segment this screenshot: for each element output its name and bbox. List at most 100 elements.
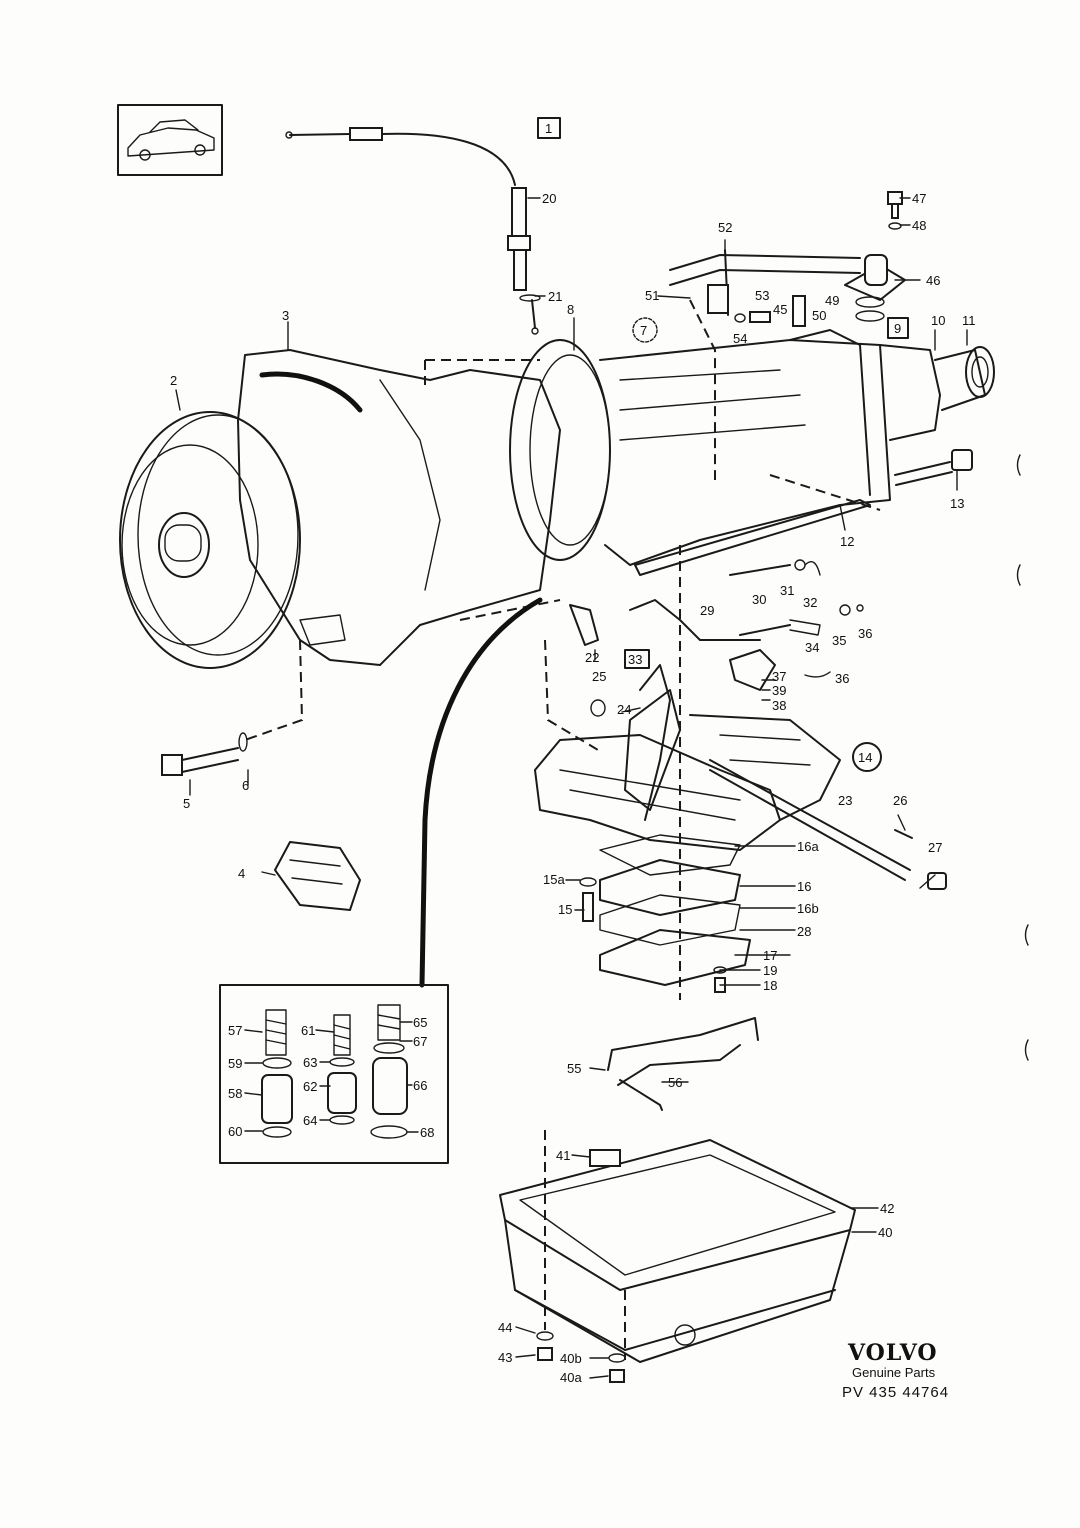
- part-label-32: 32: [803, 595, 817, 610]
- brand-block: VOLVO Genuine Parts PV 435 44764: [842, 1340, 949, 1401]
- kickdown-cable: [285, 127, 541, 335]
- part-label-59: 59: [228, 1056, 242, 1071]
- part-label-38: 38: [772, 698, 786, 713]
- part-label-2: 2: [170, 373, 177, 388]
- box-label-14: 14: [852, 742, 882, 772]
- part-label-48: 48: [912, 218, 926, 233]
- part-label-30: 30: [752, 592, 766, 607]
- part-label-52: 52: [718, 220, 732, 235]
- part-label-44: 44: [498, 1320, 512, 1335]
- part-label-50: 50: [812, 308, 826, 323]
- part-label-11: 11: [962, 313, 976, 328]
- svg-text:7: 7: [640, 323, 647, 338]
- rod-23: [709, 759, 911, 871]
- part-label-64: 64: [303, 1113, 317, 1128]
- part-label-24: 24: [617, 702, 631, 717]
- part-label-54: 54: [733, 331, 747, 346]
- drain-plugs: [536, 1331, 626, 1383]
- part-label-12: 12: [840, 534, 854, 549]
- part-label-41: 41: [556, 1148, 570, 1163]
- part-label-16a: 16a: [797, 839, 819, 854]
- brand-subtitle: Genuine Parts: [852, 1365, 936, 1380]
- oil-tubes: [607, 1017, 759, 1111]
- part-label-17: 17: [763, 948, 777, 963]
- filter-4: [274, 841, 361, 911]
- part-label-36-lower: 36: [835, 671, 849, 686]
- part-label-45: 45: [773, 302, 787, 317]
- part-label-51: 51: [645, 288, 659, 303]
- part-label-40a: 40a: [560, 1370, 582, 1385]
- part-label-65: 65: [413, 1015, 427, 1030]
- part-label-37: 37: [772, 669, 786, 684]
- svg-text:1: 1: [545, 121, 552, 136]
- part-label-19: 19: [763, 963, 777, 978]
- bolt-13: [894, 449, 973, 486]
- part-label-26: 26: [893, 793, 907, 808]
- part-label-21: 21: [548, 289, 562, 304]
- svg-text:33: 33: [628, 652, 642, 667]
- part-label-49: 49: [825, 293, 839, 308]
- part-label-5: 5: [183, 796, 190, 811]
- part-label-10: 10: [931, 313, 945, 328]
- part-label-55: 55: [567, 1061, 581, 1076]
- svg-text:14: 14: [858, 750, 872, 765]
- leader-dashes: [244, 299, 881, 1360]
- part-label-3: 3: [282, 308, 289, 323]
- part-label-16: 16: [797, 879, 811, 894]
- part-label-36-upper: 36: [858, 626, 872, 641]
- linkage-parts: [569, 559, 864, 717]
- cable-bracket-parts: [669, 191, 906, 327]
- part-label-66: 66: [413, 1078, 427, 1093]
- pin-nut: [894, 829, 947, 890]
- torque-converter: [119, 411, 301, 669]
- part-label-40: 40: [878, 1225, 892, 1240]
- part-label-18: 18: [763, 978, 777, 993]
- part-label-53: 53: [755, 288, 769, 303]
- part-label-4: 4: [238, 866, 245, 881]
- box-label-1: 1: [537, 117, 561, 139]
- part-label-15: 15: [558, 902, 572, 917]
- svg-text:9: 9: [894, 321, 901, 336]
- bolt-5: [161, 732, 248, 776]
- part-label-6: 6: [242, 778, 249, 793]
- vehicle-thumbnail: [117, 104, 223, 176]
- box-label-7: 7: [632, 317, 658, 343]
- separator-plates: [599, 834, 751, 986]
- label-leaders: [175, 197, 968, 1379]
- valve-body: [534, 714, 841, 851]
- box-label-9: 9: [887, 317, 909, 339]
- part-label-46: 46: [926, 273, 940, 288]
- part-label-42: 42: [880, 1201, 894, 1216]
- part-label-35: 35: [832, 633, 846, 648]
- cooler-line: [419, 597, 543, 988]
- part-label-22: 22: [585, 650, 599, 665]
- part-label-58: 58: [228, 1086, 242, 1101]
- part-label-23: 23: [838, 793, 852, 808]
- part-labels: 20 21 3 2 8 10 11 12 13 52 51 53 45 54 5…: [170, 191, 976, 1385]
- box-label-33: 33: [624, 649, 650, 669]
- diagram-code: PV 435 44764: [842, 1384, 949, 1401]
- part-label-27: 27: [928, 840, 942, 855]
- part-label-20: 20: [542, 191, 556, 206]
- part-label-43: 43: [498, 1350, 512, 1365]
- part-label-13: 13: [950, 496, 964, 511]
- part-label-25: 25: [592, 669, 606, 684]
- transmission-case: [509, 329, 995, 576]
- part-label-63: 63: [303, 1055, 317, 1070]
- part-label-68: 68: [420, 1125, 434, 1140]
- valve-spring-inset: [219, 984, 449, 1164]
- part-label-67: 67: [413, 1034, 427, 1049]
- part-label-29: 29: [700, 603, 714, 618]
- bell-housing: [237, 349, 561, 666]
- part-label-56: 56: [668, 1075, 682, 1090]
- part-label-40b: 40b: [560, 1351, 582, 1366]
- part-label-31: 31: [780, 583, 794, 598]
- brand-logo: VOLVO: [847, 1340, 938, 1366]
- part-label-39: 39: [772, 683, 786, 698]
- part-label-62: 62: [303, 1079, 317, 1094]
- part-label-47: 47: [912, 191, 926, 206]
- part-label-34: 34: [805, 640, 819, 655]
- margin-marks: [1016, 454, 1029, 1061]
